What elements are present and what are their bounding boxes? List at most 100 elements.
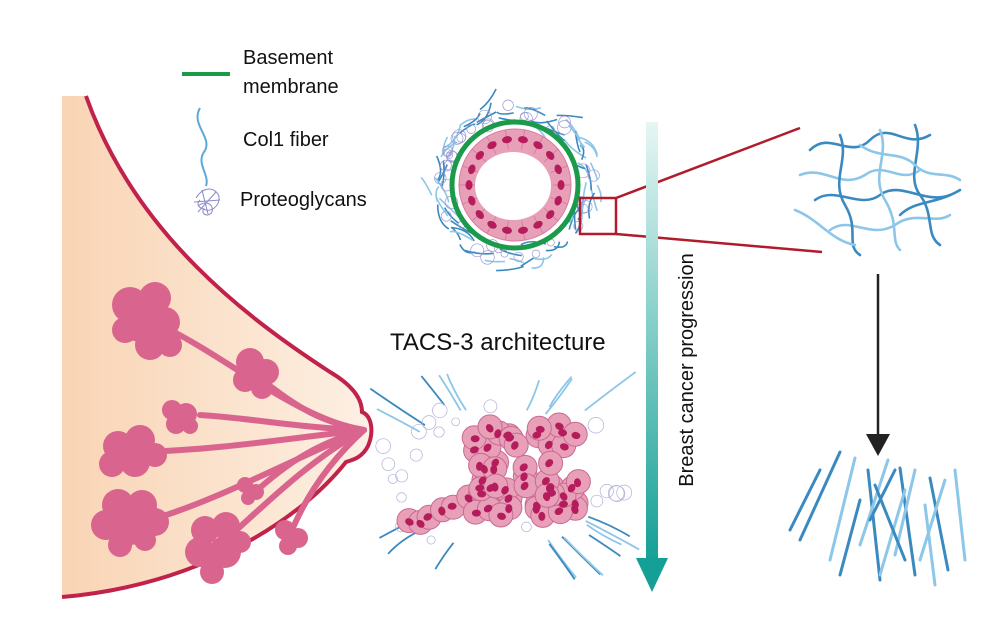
proteoglycan [480,250,495,265]
proteoglycan [411,423,427,440]
aligned-collagen-fibers [788,450,967,587]
collagen-fiber [584,141,598,158]
proteoglycan [557,120,572,135]
basement-membrane [449,119,581,251]
nucleus [520,472,528,482]
collagen-fiber [484,259,506,263]
proteoglycan [432,402,448,419]
collagen-fiber [476,102,492,126]
nucleus [491,482,499,492]
collagen-fiber [534,254,553,261]
collagen-fiber [858,458,890,547]
nucleus [559,443,569,451]
collagen-fiber [459,123,476,134]
nucleus [464,494,473,503]
collagen-fiber [568,124,583,149]
legend-basement-line1: Basement [243,47,333,69]
collagen-fiber [496,265,524,272]
collagen-fiber [912,123,942,247]
collagen-fiber [928,476,950,572]
proteoglycan [587,417,605,434]
proteoglycan [443,148,452,157]
collagen-fiber [463,112,481,128]
collagen-fiber [828,213,952,232]
proteoglycan [573,221,584,231]
collagen-fiber [923,503,937,587]
proteoglycan [395,469,409,483]
nucleus [478,476,487,485]
collagen-fiber [547,539,577,579]
proteoglycan [616,484,633,501]
proteoglycan [607,484,625,502]
nucleus [483,504,493,513]
proteoglycan [599,484,614,499]
collagen-fiber [515,105,542,111]
proteoglycan [608,485,626,502]
collagen-fiber [441,160,445,187]
nucleus [475,484,485,492]
nucleus [504,494,513,503]
collagen-fiber [376,408,421,433]
normal-duct-proteoglycans [434,99,600,265]
proteoglycan [396,492,407,503]
lobule [162,400,198,434]
proteoglycan [440,210,452,222]
collagen-fiber [369,387,426,426]
collagen-fiber [420,176,433,196]
curly-collagen-fibers [793,123,962,257]
nucleus [494,429,502,439]
proteoglycan [409,448,423,462]
collagen-fiber [837,133,862,257]
collagen-fiber [479,88,497,111]
nucleus [535,425,545,433]
collagen-fiber [793,208,857,247]
nucleus [475,461,484,471]
nucleus [574,478,582,488]
proteoglycan [513,251,524,262]
lobule [185,512,251,584]
collagen-fiber [434,177,450,203]
collagen-fiber [953,468,967,562]
collagen-fiber [436,204,450,230]
epithelial-cells [459,129,571,241]
nucleus [559,492,568,501]
collagen-fiber [520,257,535,267]
collagen-fiber [553,241,569,249]
nucleus [485,424,494,433]
collagen-fiber [545,120,566,142]
lobule [91,489,169,557]
proteoglycan [587,169,600,182]
collagen-fiber [868,468,897,522]
nucleus [505,434,515,442]
collagen-fiber [545,241,561,252]
collagen-fiber [584,371,637,412]
proteoglycan [434,171,447,185]
collagen-fiber [596,184,602,203]
nucleus [544,440,553,450]
proteoglycan [500,249,509,258]
proteoglycan [440,159,452,172]
legend-proteoglycans: Proteoglycans [240,189,367,211]
nucleus [545,459,554,468]
collagen-fiber [565,118,581,140]
breast-outline [61,95,374,599]
collagen-fiber [548,543,576,580]
proteoglycan [450,132,464,145]
nucleus [542,492,551,502]
nucleus [487,141,497,150]
collagen-fiber [585,520,640,551]
collagen-fiber [459,244,476,254]
collagen-fiber [798,450,842,542]
nucleus [501,485,509,495]
nucleus [554,507,564,516]
nucleus [447,502,457,510]
nucleus [475,150,484,160]
nucleus [533,220,543,229]
radial-collagen-fibers [369,371,640,580]
proteoglycan [446,151,453,159]
collagen-fiber [828,456,857,562]
legend-col1-fiber: Col1 fiber [243,129,329,151]
arrow-down-icon [866,274,890,456]
collagen-fiber [438,374,462,411]
nucleus [469,446,479,454]
